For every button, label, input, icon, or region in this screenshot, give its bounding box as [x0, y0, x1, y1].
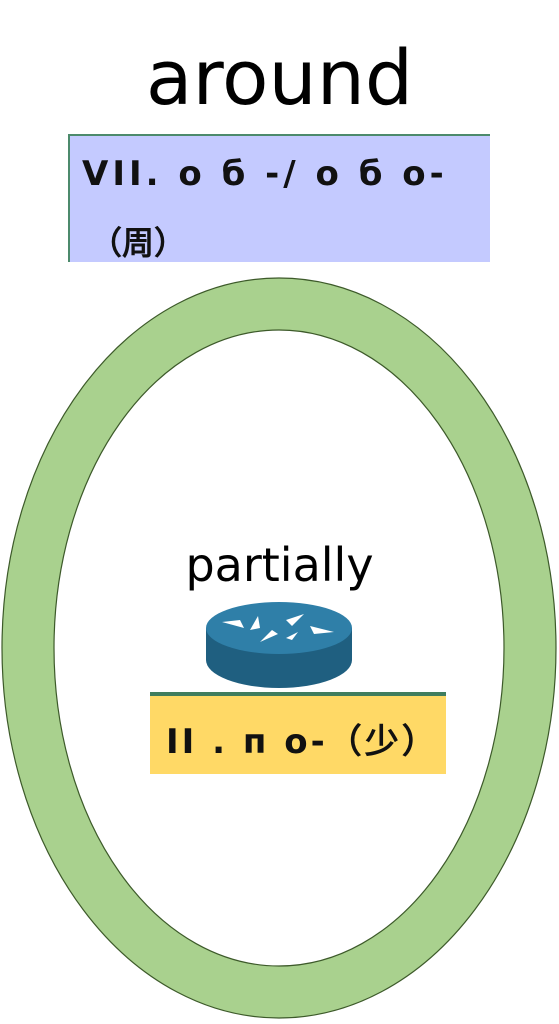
inner-label: II . п о-（少） — [166, 722, 439, 762]
outer-label-line2: （周） — [90, 224, 187, 262]
outer-title: around — [145, 33, 414, 122]
inner-label-box: II . п о-（少） — [150, 692, 446, 774]
inner-title: partially — [185, 538, 374, 592]
outer-label-line1: VII. о б -/ о б о- — [82, 154, 448, 194]
outer-label-box: VII. о б -/ о б о- （周） — [68, 134, 490, 262]
router-icon — [206, 602, 352, 688]
